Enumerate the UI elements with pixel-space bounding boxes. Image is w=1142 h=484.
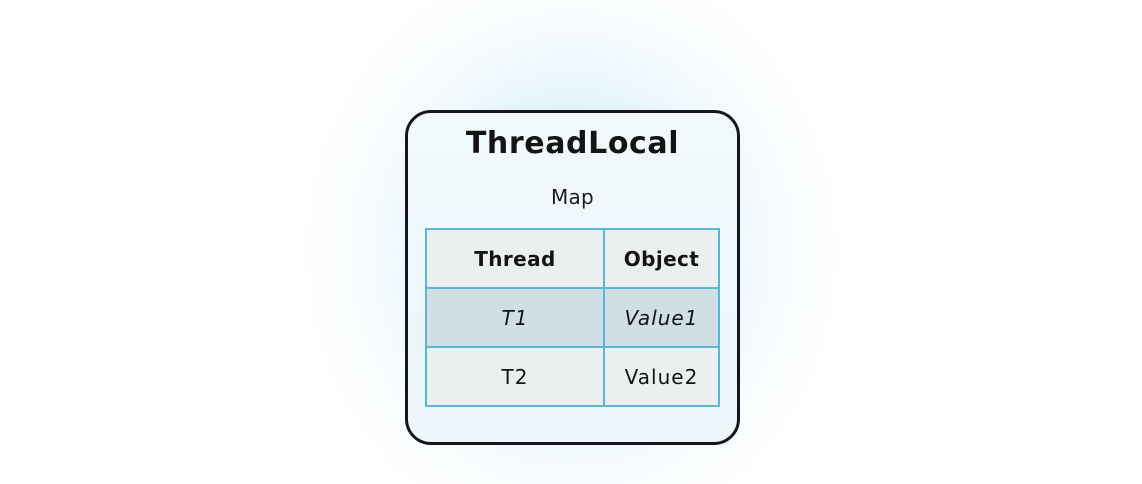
threadlocal-card: ThreadLocal Map Thread Object T1 Value1 …: [405, 110, 740, 445]
map-label: Map: [550, 185, 595, 209]
map-table: Thread Object T1 Value1 T2 Value2: [425, 228, 720, 407]
cell-thread-2: T2: [425, 346, 605, 407]
table-header-row: Thread Object: [425, 228, 720, 289]
card-title: ThreadLocal: [465, 126, 680, 161]
table-row: T2 Value2: [425, 346, 720, 407]
table-row: T1 Value1: [425, 287, 720, 348]
column-header-thread: Thread: [425, 228, 605, 289]
table-header: Thread Object: [425, 228, 720, 289]
cell-object-2: Value2: [603, 346, 720, 407]
table-body: T1 Value1 T2 Value2: [425, 287, 720, 407]
cell-thread-1: T1: [425, 287, 605, 348]
cell-object-1: Value1: [603, 287, 720, 348]
column-header-object: Object: [603, 228, 720, 289]
